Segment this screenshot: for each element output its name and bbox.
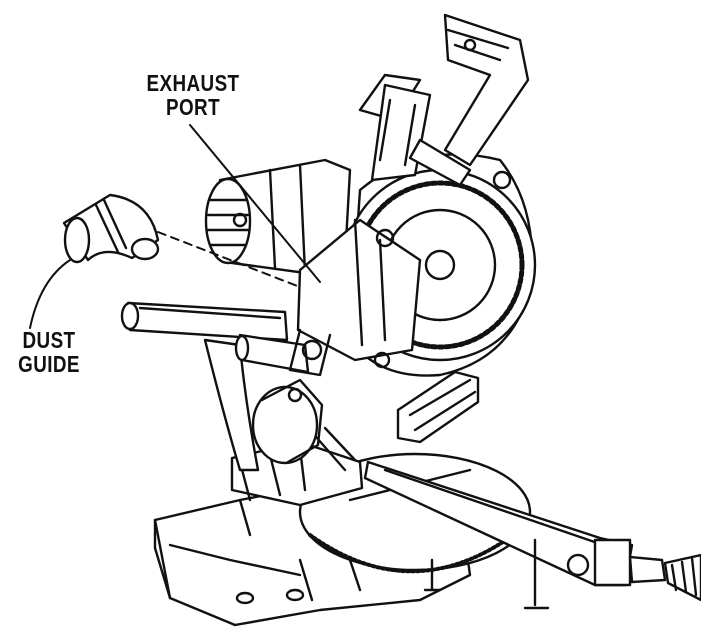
- dust-guide-adapter: [62, 193, 160, 264]
- connection-dashed-line: [157, 231, 301, 288]
- dust-guide-leader: [29, 259, 71, 329]
- exhaust-port-label: EXHAUST PORT: [140, 71, 247, 119]
- miter-lock-handle: [628, 553, 701, 602]
- exhaust-port-label-line1: EXHAUST: [146, 70, 240, 96]
- rear-support: [203, 338, 260, 472]
- dust-guide-label-line2: GUIDE: [18, 351, 80, 377]
- motor-housing: [204, 158, 352, 277]
- d-handle: [408, 13, 530, 187]
- dust-guide-label-line1: DUST: [22, 327, 76, 353]
- exhaust-port-leader: [189, 124, 321, 283]
- lower-guard: [288, 218, 422, 377]
- bevel-pivot: [251, 378, 324, 465]
- dust-guide-label: DUST GUIDE: [4, 328, 94, 376]
- miter-arm: [363, 460, 634, 610]
- exhaust-port-label-line2: PORT: [165, 94, 221, 120]
